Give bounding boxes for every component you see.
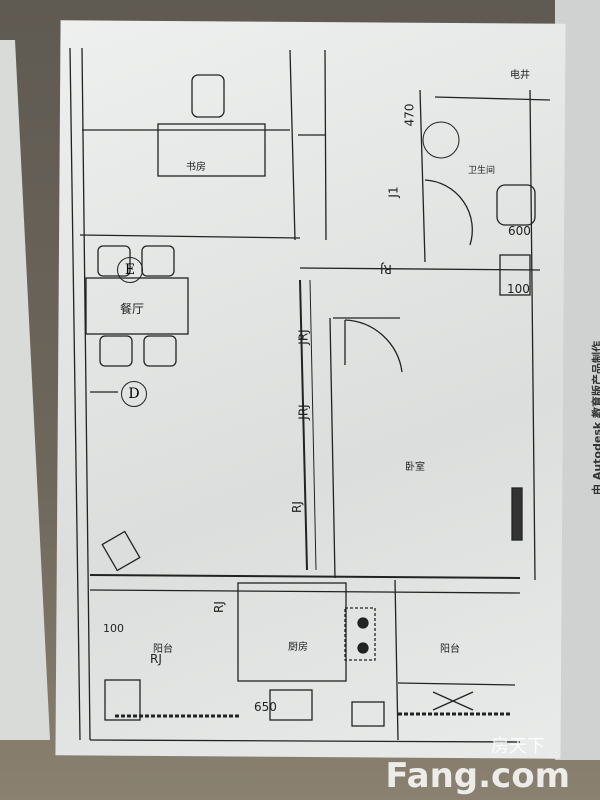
room-label-bathroom: 卫生间 [468, 166, 496, 176]
wall-bedroom-left [329, 317, 336, 579]
dimension-650: 650 [254, 700, 277, 714]
pipe-label-jrj-1: JRJ [296, 329, 311, 345]
wall-left [69, 47, 81, 741]
pipe-rj [299, 279, 308, 571]
wall-study-bottom [79, 234, 301, 239]
room-label-kitchen: 厨房 [288, 642, 308, 653]
kitchen-counter [237, 582, 347, 682]
sink [269, 689, 313, 721]
room-label-study: 书房 [186, 162, 206, 173]
wall-left-inner [81, 47, 91, 741]
pipe-label-rj-4: RJ [211, 601, 226, 613]
stove [344, 607, 376, 661]
pipe-label-rj-5: RJ [150, 652, 162, 666]
toilet [496, 184, 536, 226]
room-label-bedroom: 卧室 [405, 462, 425, 473]
pipe-label-rj-3: RJ [289, 501, 304, 513]
dimension-100-right: 100 [507, 282, 530, 296]
room-label-shaft: 电井 [510, 70, 530, 81]
watermark-cn: 房天下 [491, 736, 545, 757]
cabinet [101, 530, 141, 572]
radiator [511, 487, 523, 541]
room-label-balcony-right: 阳台 [440, 644, 460, 655]
wall-right [529, 89, 536, 581]
pipe-label-j1: J1 [386, 186, 401, 198]
room-label-dining: 餐厅 [120, 302, 145, 316]
wall-bedroom-top [299, 267, 541, 271]
dimension-600: 600 [508, 224, 531, 238]
wall-kitchen-top [89, 574, 521, 579]
room-label-balcony-left: 阳台 [153, 644, 173, 655]
wall-mid [289, 49, 296, 241]
autodesk-footer-note: 由 Autodesk 教育版产品制作 [591, 340, 600, 495]
pipe-label-jrj-2: JRJ [296, 404, 311, 420]
pipe-label-rj-top: RJ [380, 262, 392, 276]
balcony-fixture [432, 691, 474, 711]
dimension-470: 470 [402, 103, 417, 127]
axis-marker-e: E [117, 257, 143, 283]
chair [191, 74, 225, 118]
axis-marker-d: D [121, 381, 147, 407]
watermark-en: Fang.com [385, 756, 570, 796]
dimension-100-left: 100 [103, 622, 124, 635]
desk [157, 123, 266, 177]
